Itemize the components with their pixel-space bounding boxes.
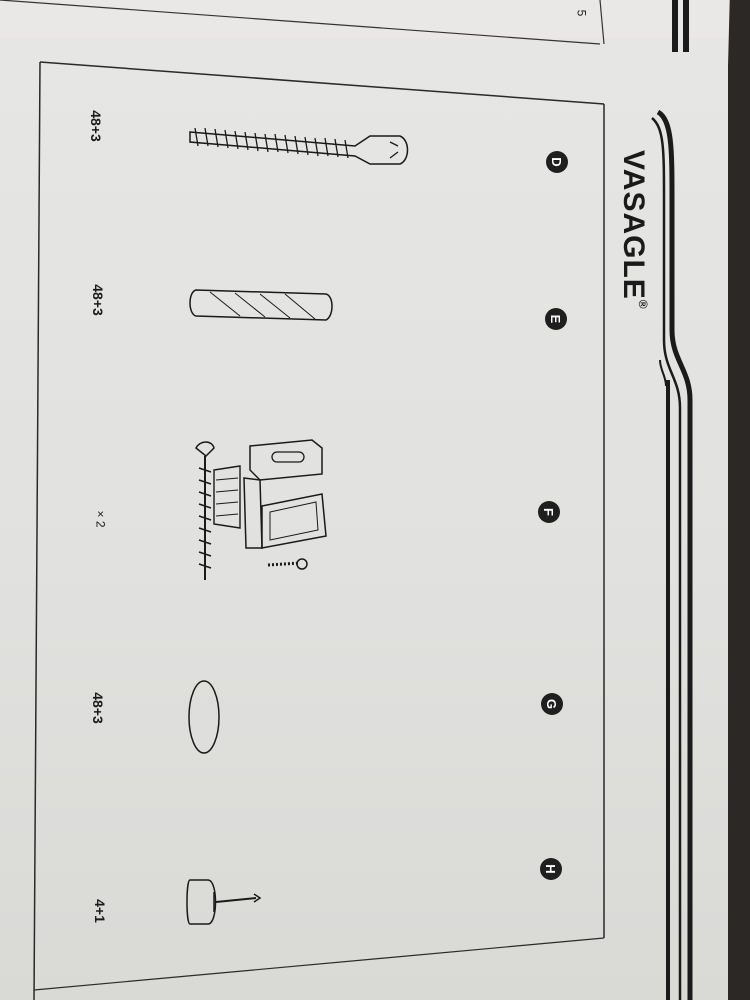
manual-page xyxy=(0,38,728,1000)
table-top-border xyxy=(39,61,605,105)
table-left-border xyxy=(33,61,41,1000)
brand-stripe-outer xyxy=(656,109,693,1000)
